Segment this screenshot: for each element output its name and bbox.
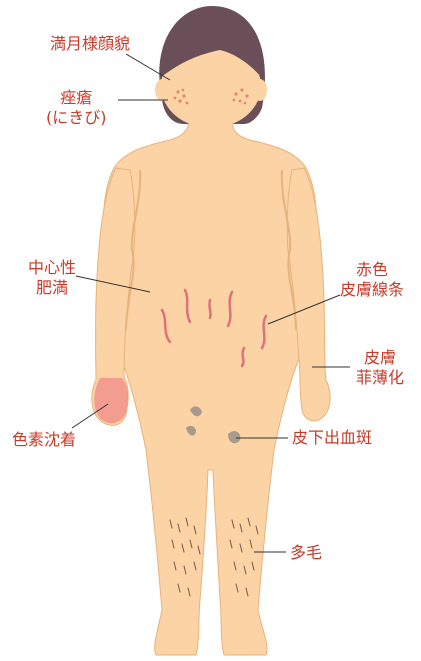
label-central-obesity: 中心性 肥満 bbox=[28, 258, 76, 298]
right-ear bbox=[253, 79, 267, 101]
left-ear bbox=[155, 79, 169, 101]
label-striae: 赤色 皮膚線条 bbox=[340, 260, 404, 300]
label-hirsutism: 多毛 bbox=[290, 543, 322, 563]
right-arm bbox=[287, 168, 330, 421]
pigmented-hand bbox=[94, 378, 128, 423]
label-acne: 痤瘡 (にきび) bbox=[46, 88, 107, 128]
torso bbox=[103, 120, 317, 655]
label-skin-thinning: 皮膚 菲薄化 bbox=[356, 348, 404, 388]
label-moon-face: 満月様顔貌 bbox=[50, 34, 130, 54]
label-bruising: 皮下出血斑 bbox=[292, 428, 372, 448]
label-pigmentation: 色素沈着 bbox=[12, 430, 76, 450]
